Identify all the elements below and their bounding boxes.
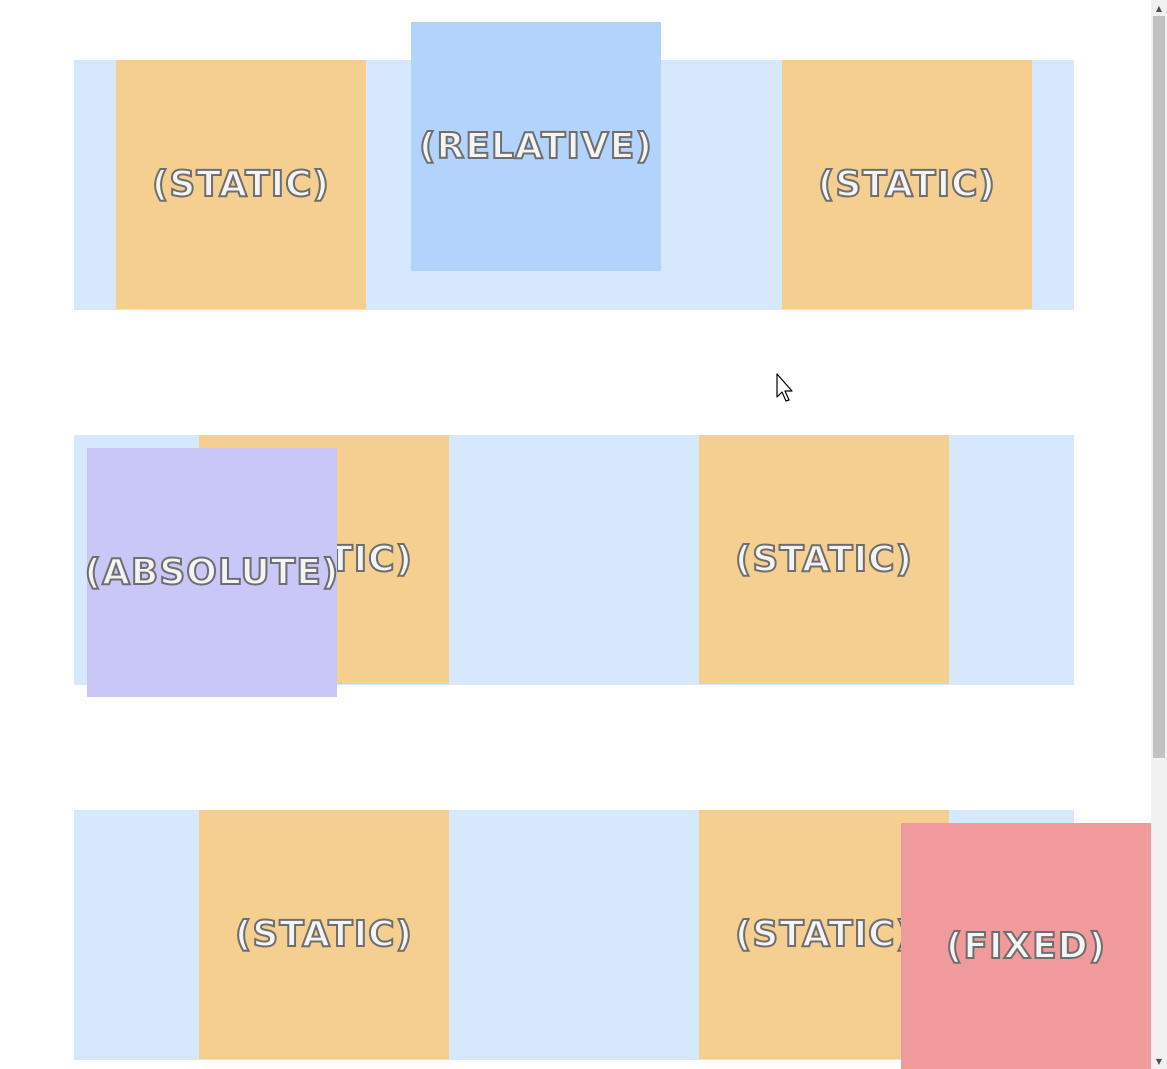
box-label: (STATIC) bbox=[734, 913, 914, 956]
static-box: (STATIC) bbox=[116, 60, 366, 309]
absolute-box: (ABSOLUTE) bbox=[84, 448, 340, 697]
box-label: (FIXED) bbox=[945, 925, 1107, 968]
box-label: (STATIC) bbox=[817, 163, 997, 206]
box-label: (STATIC) bbox=[734, 538, 914, 581]
box-label: (STATIC) bbox=[234, 913, 414, 956]
fixed-box: (FIXED) bbox=[901, 823, 1151, 1069]
vertical-scrollbar[interactable]: ▲ ▼ bbox=[1151, 0, 1167, 1069]
static-box: (STATIC) bbox=[782, 60, 1032, 309]
scroll-up-arrow-icon[interactable]: ▲ bbox=[1155, 3, 1163, 13]
relative-box: (RELATIVE) bbox=[411, 22, 661, 271]
box-label: (RELATIVE) bbox=[418, 125, 653, 168]
static-box: (STATIC) bbox=[699, 435, 949, 684]
scrollbar-thumb[interactable] bbox=[1153, 16, 1165, 758]
scroll-down-arrow-icon[interactable]: ▼ bbox=[1155, 1056, 1163, 1066]
mouse-pointer-icon bbox=[776, 373, 793, 402]
static-box: (STATIC) bbox=[199, 810, 449, 1059]
row-container-2: (STATIC) (STATIC) (ABSOLUTE) bbox=[74, 435, 1074, 697]
box-label: (STATIC) bbox=[151, 163, 331, 206]
box-label: (ABSOLUTE) bbox=[84, 551, 340, 594]
row-container-1: (STATIC) (STATIC) (RELATIVE) bbox=[74, 22, 1074, 310]
